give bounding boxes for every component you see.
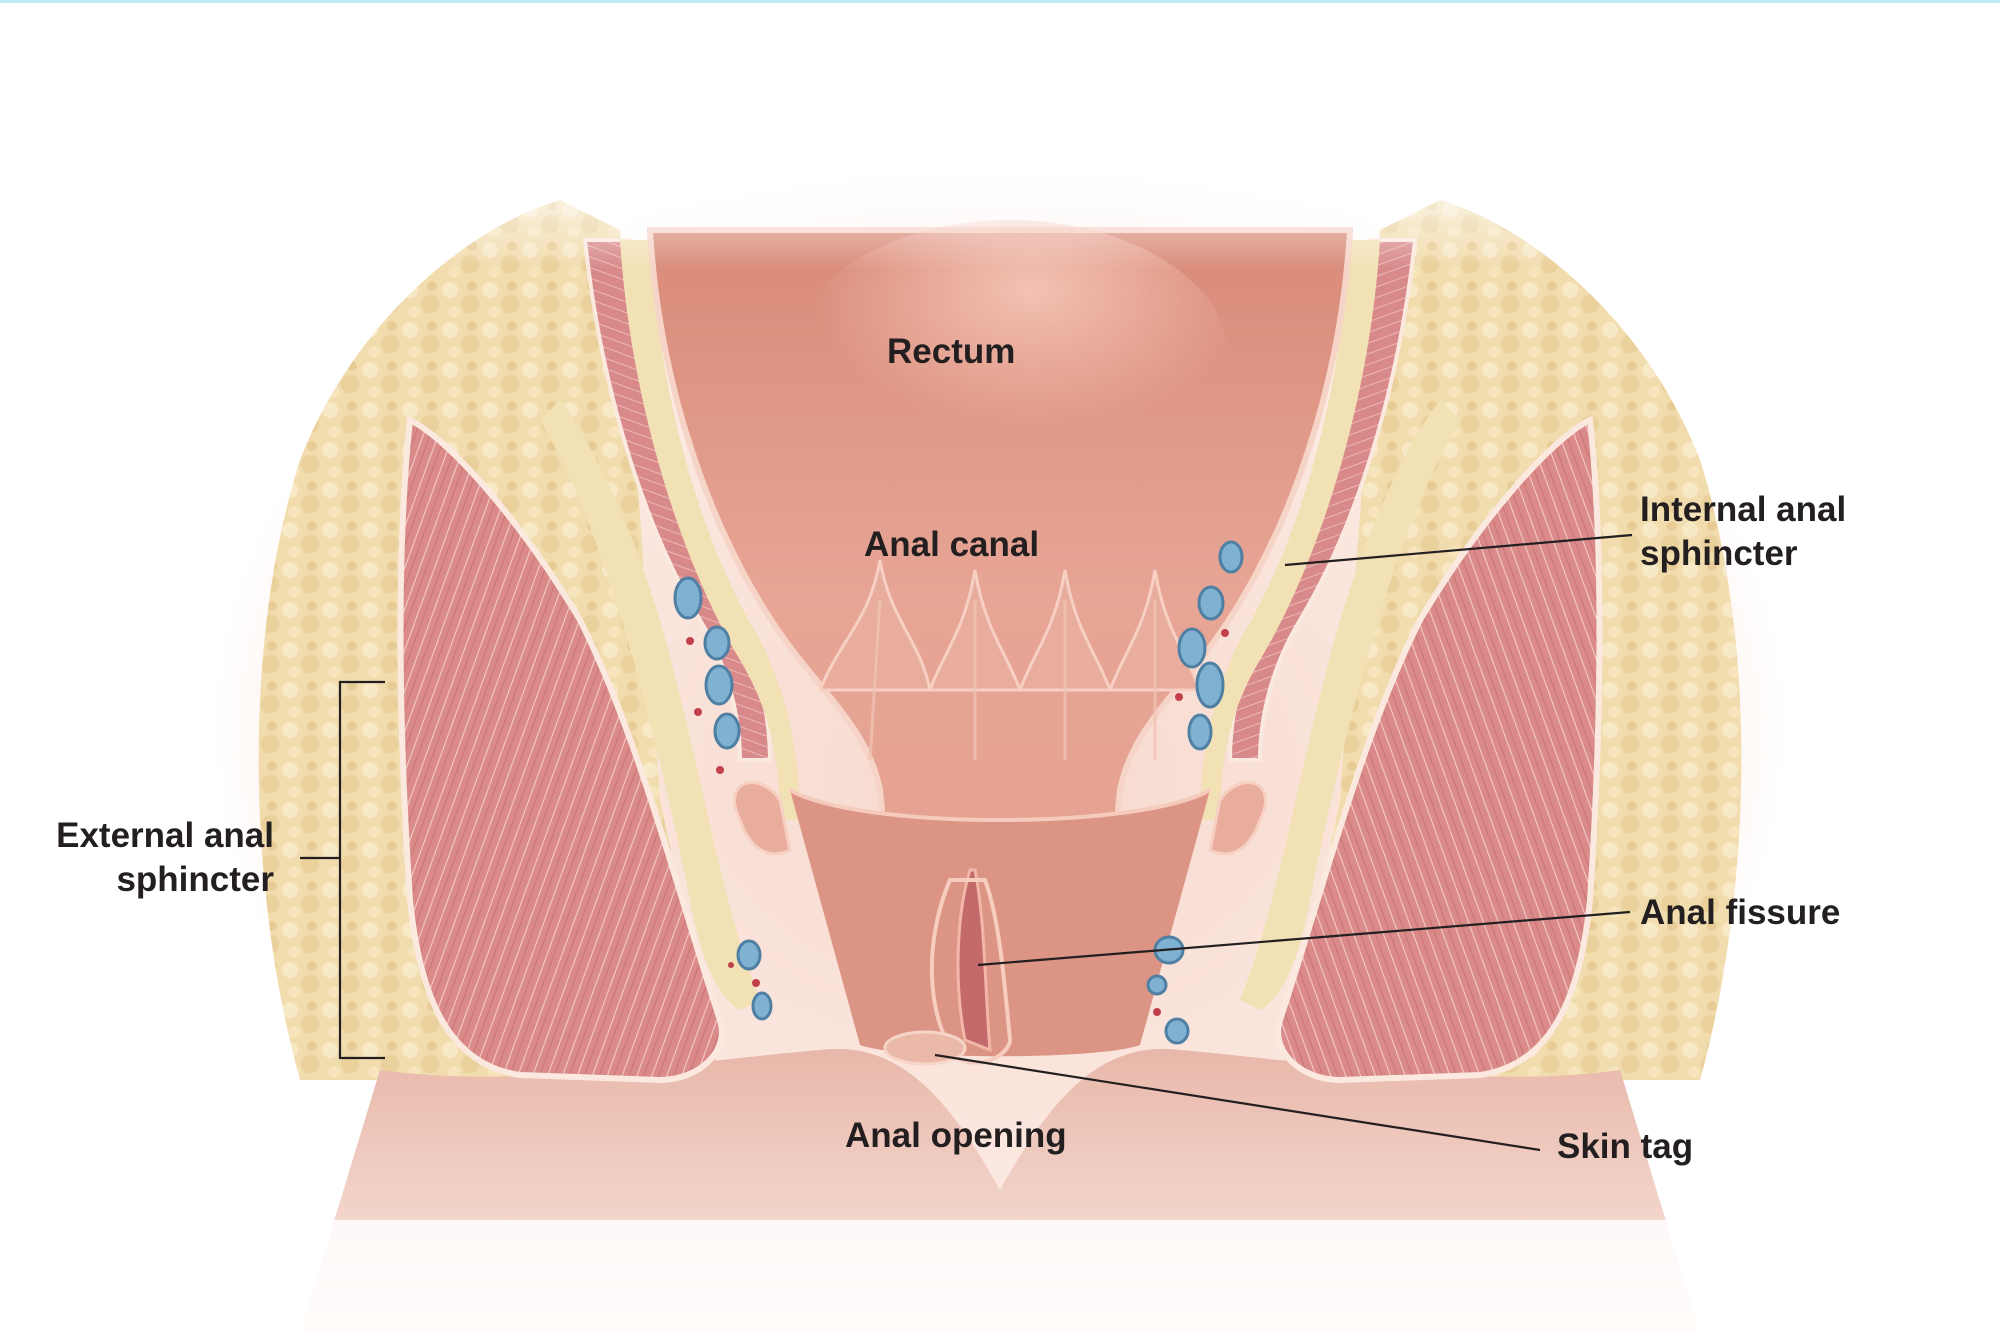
skin-tag-leader <box>934 1053 1541 1152</box>
top-divider <box>0 0 2000 3</box>
label-internal-anal-sphincter: Internal anal sphincter <box>1640 490 1847 573</box>
internal-sphincter-leader <box>1284 533 1633 567</box>
label-skin-tag: Skin tag <box>1557 1127 1694 1166</box>
label-anal-canal: Anal canal <box>864 525 1040 564</box>
anal-fissure-mark <box>956 868 992 1053</box>
leader-lines <box>300 533 1633 1152</box>
label-external-anal-sphincter: External anal sphincter <box>56 816 274 899</box>
label-rectum: Rectum <box>887 332 1016 371</box>
skin-tag-mark <box>883 1030 967 1066</box>
right-vessels <box>1146 540 1244 1045</box>
left-vessels <box>673 576 773 1021</box>
right-external-sphincter <box>1275 415 1603 1084</box>
left-external-sphincter <box>397 415 725 1084</box>
anal-fissure-leader <box>977 910 1631 967</box>
label-anal-opening: Anal opening <box>845 1116 1067 1155</box>
label-anal-fissure: Anal fissure <box>1640 893 1841 932</box>
external-sphincter-bracket <box>338 680 385 1060</box>
lower-anal-canal <box>790 790 1210 1057</box>
